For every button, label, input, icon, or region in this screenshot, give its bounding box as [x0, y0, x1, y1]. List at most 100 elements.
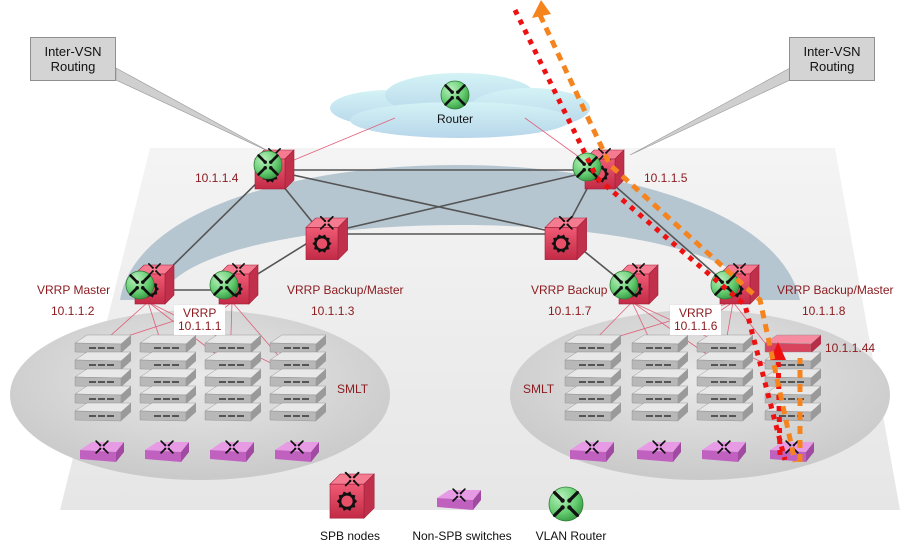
- nodes: [125, 80, 760, 305]
- access-switch: [204, 402, 262, 422]
- legend-label-vlan-router: VLAN Router: [535, 529, 607, 543]
- vrrp-group-box-right: VRRP 10.1.1.6: [670, 305, 722, 335]
- switch-stacks: [74, 334, 822, 462]
- edge-ip-label: 10.1.1.7: [548, 304, 592, 318]
- vlan-router-icon: [609, 270, 639, 300]
- spb-node-core-mid-left: [305, 215, 349, 261]
- highlighted-switch: [764, 334, 822, 354]
- edge-role-label: VRRP Master: [37, 283, 111, 297]
- access-switch: [269, 402, 327, 422]
- highlighted-switch-ip: 10.1.1.44: [825, 341, 876, 355]
- access-switch: [204, 351, 262, 371]
- access-switch: [74, 385, 132, 405]
- smlt-ellipse-left: [10, 310, 390, 480]
- access-switch: [139, 402, 197, 422]
- access-switch: [631, 385, 689, 405]
- callout-line1: Inter-VSN: [803, 44, 861, 59]
- core-ip-label: 10.1.1.5: [644, 171, 688, 185]
- access-switch: [269, 351, 327, 371]
- non-spb-switch-icon: [570, 440, 614, 462]
- access-switch: [696, 368, 754, 388]
- non-spb-switch-icon: [702, 440, 746, 462]
- access-switch: [74, 334, 132, 354]
- callout-line1: Inter-VSN: [44, 44, 102, 59]
- access-switch: [269, 385, 327, 405]
- access-switch: [764, 385, 822, 405]
- vrrp-title: VRRP: [679, 306, 713, 320]
- access-switch: [631, 351, 689, 371]
- callout-pointer-right: [629, 67, 791, 156]
- access-switch: [269, 368, 327, 388]
- vlan-router-icon: [253, 150, 283, 180]
- vrrp-ip: 10.1.1.1: [178, 319, 222, 333]
- access-switch: [139, 334, 197, 354]
- access-switch: [74, 402, 132, 422]
- callout-line2: Routing: [50, 59, 96, 74]
- access-switch: [139, 385, 197, 405]
- core-link: [269, 169, 564, 235]
- callout-pointer-left: [115, 67, 271, 153]
- vrrp-title: VRRP: [183, 306, 217, 320]
- access-switch: [696, 334, 754, 354]
- legend-label-non-spb-switches: Non-SPB switches: [412, 529, 512, 543]
- orange-flow-arrowhead: [532, 0, 551, 18]
- edge-role-label: VRRP Backup: [531, 283, 608, 297]
- access-switch: [631, 334, 689, 354]
- vlan-router-icon: [209, 270, 239, 300]
- access-switch: [631, 402, 689, 422]
- core-link: [596, 169, 734, 291]
- orange-flow-path: [537, 13, 798, 463]
- legend-label-spb-nodes: SPB nodes: [319, 529, 381, 543]
- edge-role-label: VRRP Backup/Master: [777, 283, 894, 297]
- spb-node-core-mid-right: [544, 215, 588, 261]
- access-switch: [139, 368, 197, 388]
- cloud-router-label: Router: [436, 112, 474, 126]
- vrrp-ip: 10.1.1.6: [674, 319, 718, 333]
- access-switch: [204, 334, 262, 354]
- edge-role-label: VRRP Backup/Master: [287, 283, 404, 297]
- access-switch: [204, 368, 262, 388]
- edge-ip-label: 10.1.1.3: [311, 304, 355, 318]
- access-switch: [696, 402, 754, 422]
- vlan-router-icon: [548, 486, 584, 522]
- callout-line2: Routing: [809, 59, 855, 74]
- core-link: [321, 169, 598, 235]
- red-flow-path: [512, 8, 788, 461]
- access-switch: [564, 402, 622, 422]
- access-switch: [631, 368, 689, 388]
- access-switch: [204, 385, 262, 405]
- non-spb-switch-icon: [275, 440, 319, 462]
- access-switch: [696, 351, 754, 371]
- cloud-router-icon: [440, 80, 470, 110]
- edge-ip-label: 10.1.1.2: [51, 304, 95, 318]
- access-switch: [564, 368, 622, 388]
- vlan-router-icon: [125, 270, 155, 300]
- access-switch: [74, 351, 132, 371]
- access-switch: [564, 351, 622, 371]
- vrrp-group-box-left: VRRP 10.1.1.1: [174, 305, 226, 335]
- non-spb-switch-icon: [210, 440, 254, 462]
- spb-node-icon: [329, 471, 375, 519]
- non-spb-switch-icon: [145, 440, 189, 462]
- non-spb-switch-icon: [637, 440, 681, 462]
- access-switch: [564, 385, 622, 405]
- non-spb-switch-icon: [80, 440, 124, 462]
- access-switch: [139, 351, 197, 371]
- cloud: [330, 73, 590, 138]
- edge-ip-label: 10.1.1.8: [802, 304, 846, 318]
- traffic-flows: [512, 0, 803, 463]
- vlan-router-icon: [572, 152, 602, 182]
- access-switch: [696, 385, 754, 405]
- smlt-label-right: SMLT: [523, 382, 555, 396]
- legend-icons: [329, 471, 584, 522]
- access-switch: [74, 368, 132, 388]
- non-spb-switch-icon: [437, 488, 481, 510]
- core-ip-label: 10.1.1.4: [195, 171, 239, 185]
- access-switch: [269, 334, 327, 354]
- smlt-label-left: SMLT: [337, 382, 369, 396]
- access-switch: [564, 334, 622, 354]
